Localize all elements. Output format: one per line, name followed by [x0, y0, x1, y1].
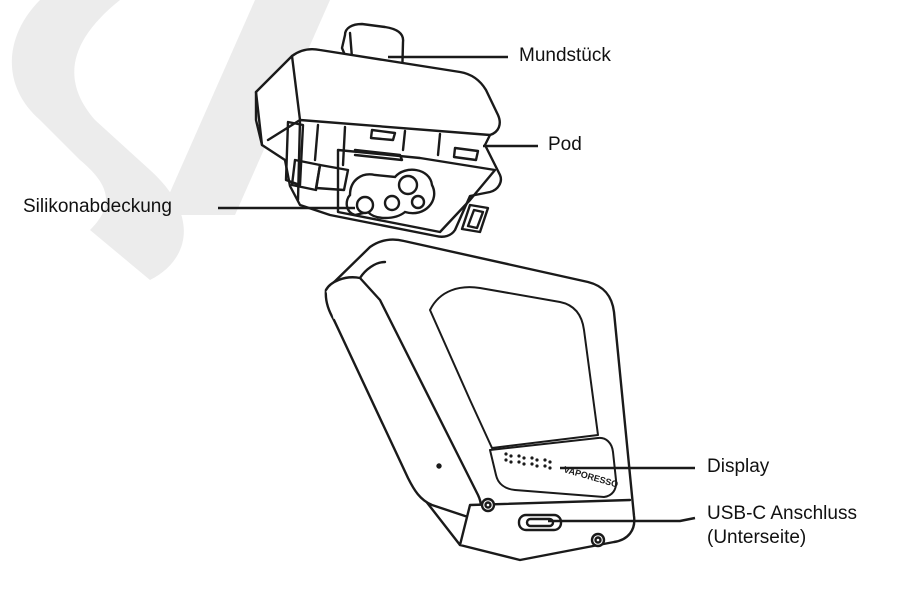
display-dots	[504, 452, 552, 470]
pod-assembly	[254, 22, 503, 238]
label-usb-c: USB-C Anschluss (Unterseite)	[707, 502, 857, 550]
watermark	[11, 0, 330, 280]
silicone-cover	[345, 168, 436, 220]
device-body	[324, 238, 636, 562]
label-usb-c-line2: (Unterseite)	[707, 527, 807, 548]
label-mundstueck: Mundstück	[519, 45, 611, 66]
leader-usb	[548, 516, 696, 523]
leader-lines	[218, 55, 696, 523]
front-window	[429, 286, 599, 449]
label-usb-c-line1: USB-C Anschluss	[707, 503, 857, 524]
label-silikonabdeckung: Silikonabdeckung	[23, 196, 172, 217]
label-pod: Pod	[548, 134, 582, 155]
display-strip	[489, 436, 618, 498]
label-display: Display	[707, 456, 770, 477]
